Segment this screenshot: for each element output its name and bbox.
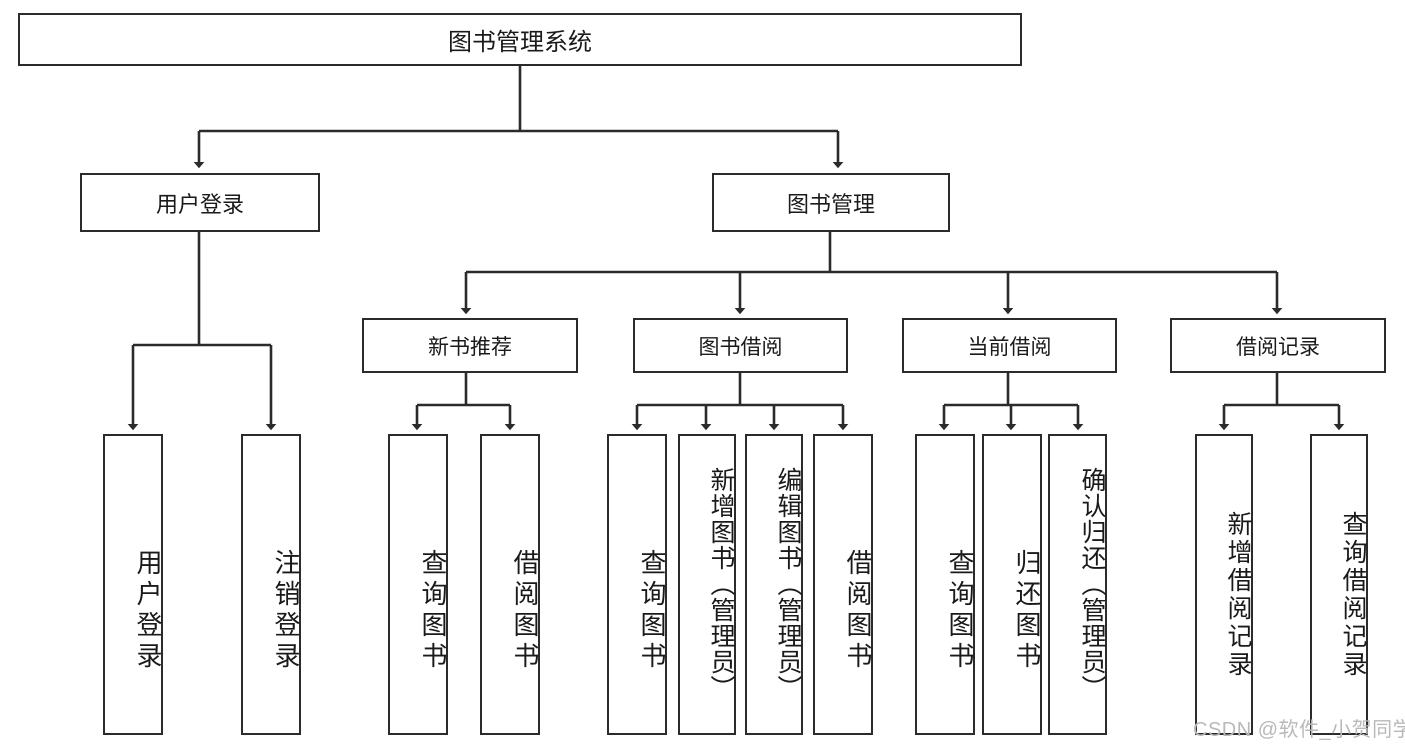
node-level3-borrow-record[interactable]: 借阅记录 — [1170, 318, 1386, 373]
node-leaf-query-borrow-record[interactable]: 查询借阅记录 — [1310, 434, 1368, 735]
node-leaf-borrow-book-1[interactable]: 借阅图书 — [480, 434, 540, 735]
node-label: 新书推荐 — [428, 335, 512, 359]
node-root[interactable]: 图书管理系统 — [18, 13, 1022, 66]
node-label: 借阅图书 — [843, 548, 873, 673]
node-label: 用户登录 — [133, 548, 163, 673]
node-level2-book-management[interactable]: 图书管理 — [712, 173, 950, 232]
node-label: 注销登录 — [271, 548, 301, 673]
node-label: 图书管理系统 — [448, 29, 592, 56]
node-label: 借阅图书 — [510, 548, 540, 673]
node-leaf-edit-book-admin[interactable]: 编辑图书（管理员） — [745, 434, 803, 735]
node-leaf-user-login[interactable]: 用户登录 — [103, 434, 163, 735]
node-level3-book-borrow[interactable]: 图书借阅 — [633, 318, 848, 373]
node-leaf-query-book-2[interactable]: 查询图书 — [607, 434, 667, 735]
node-leaf-confirm-return-admin[interactable]: 确认归还（管理员） — [1048, 434, 1107, 735]
node-label: 新增借阅记录 — [1224, 510, 1252, 679]
node-label: 图书借阅 — [698, 335, 783, 359]
node-leaf-query-book-3[interactable]: 查询图书 — [915, 434, 975, 735]
node-leaf-borrow-book-2[interactable]: 借阅图书 — [813, 434, 873, 735]
node-leaf-logout[interactable]: 注销登录 — [241, 434, 301, 735]
node-level2-user-login[interactable]: 用户登录 — [80, 173, 320, 232]
node-label: 归还图书 — [1012, 548, 1042, 673]
node-label: 用户登录 — [155, 191, 244, 217]
node-label: 查询图书 — [945, 548, 975, 673]
node-label: 查询借阅记录 — [1339, 510, 1367, 679]
node-label: 新增图书（管理员） — [707, 466, 735, 701]
node-leaf-query-book-1[interactable]: 查询图书 — [388, 434, 448, 735]
node-leaf-add-borrow-record[interactable]: 新增借阅记录 — [1195, 434, 1253, 735]
node-level3-current-borrow[interactable]: 当前借阅 — [902, 318, 1117, 373]
node-label: 查询图书 — [637, 548, 667, 673]
node-level3-new-book-recommend[interactable]: 新书推荐 — [362, 318, 578, 373]
node-label: 确认归还（管理员） — [1078, 466, 1106, 701]
node-label: 当前借阅 — [967, 335, 1052, 359]
node-label: 图书管理 — [786, 191, 875, 217]
node-leaf-return-book[interactable]: 归还图书 — [982, 434, 1042, 735]
node-leaf-add-book-admin[interactable]: 新增图书（管理员） — [678, 434, 736, 735]
node-label: 编辑图书（管理员） — [774, 466, 802, 701]
node-label: 借阅记录 — [1236, 335, 1320, 359]
node-label: 查询图书 — [418, 548, 448, 673]
